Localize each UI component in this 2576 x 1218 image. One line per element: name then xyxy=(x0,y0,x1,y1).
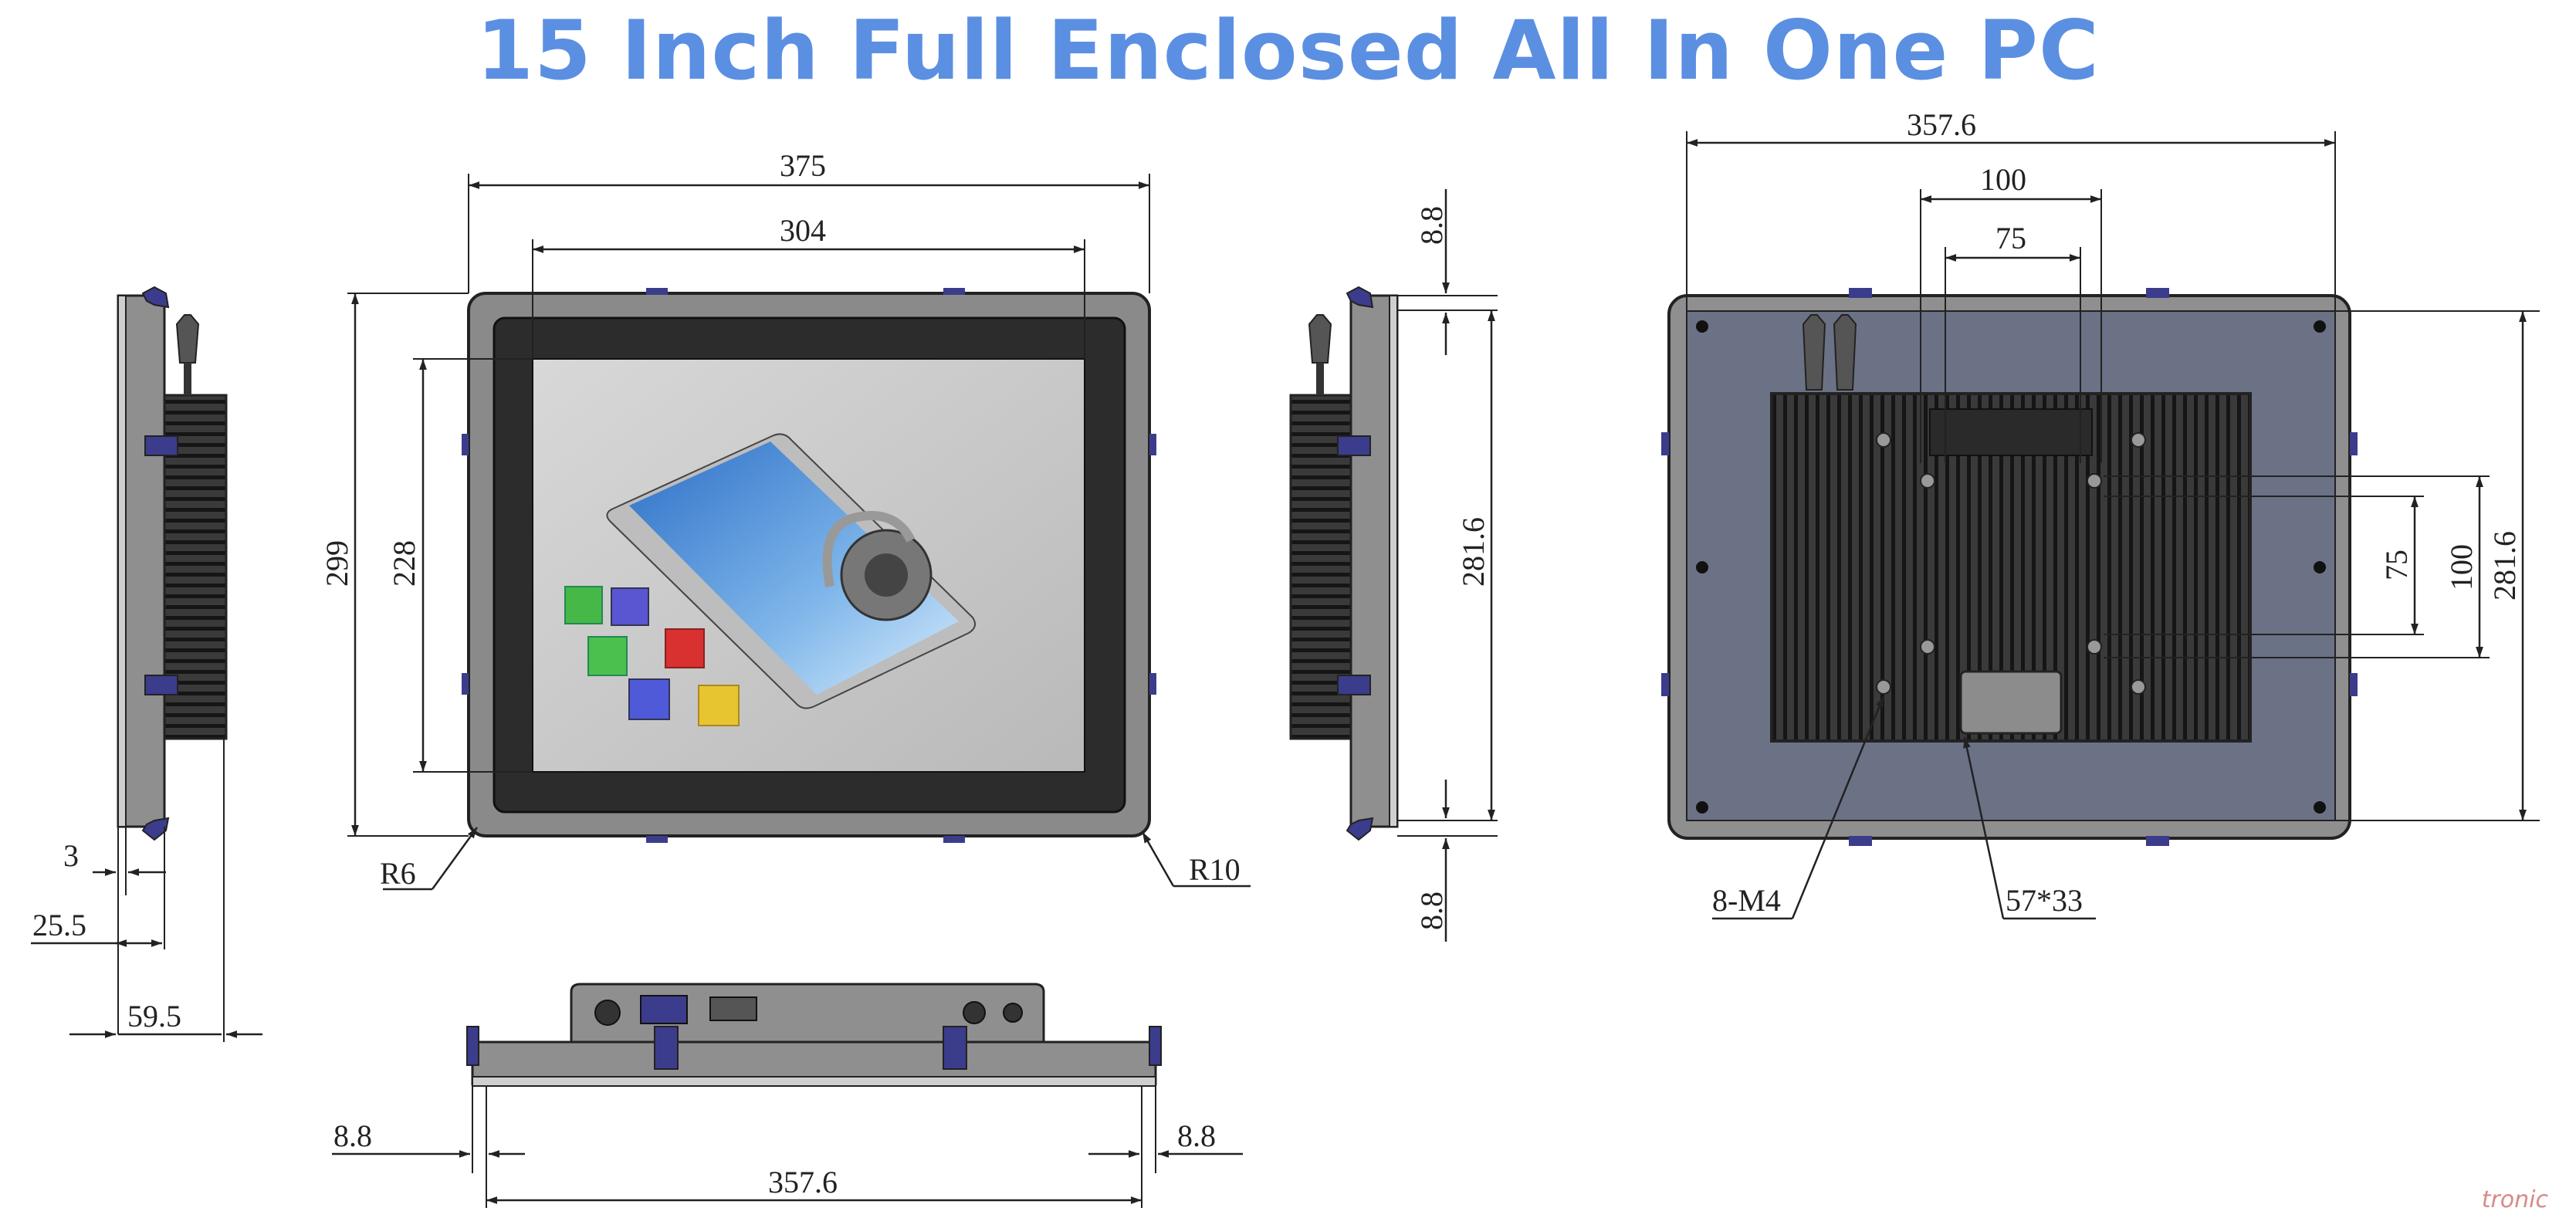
dim-vesa-inner-v: 75 xyxy=(2379,550,2414,580)
dim-cutout-height-rear: 281.6 xyxy=(2487,531,2522,601)
mount-bracket-icon xyxy=(2146,836,2169,846)
mount-bracket-icon xyxy=(1849,288,1872,298)
front-view-dimensions: 375 304 299 228 R6 R10 xyxy=(320,148,1251,891)
mount-bracket-icon xyxy=(2350,432,2358,455)
dim-vesa-outer-v: 100 xyxy=(2444,544,2479,590)
vesa-hole-icon xyxy=(2087,639,2102,655)
dim-cutout-width-rear: 357.6 xyxy=(1907,107,1976,142)
mount-bracket-icon xyxy=(1149,673,1156,695)
mount-bracket-icon xyxy=(646,836,668,843)
mount-bracket-icon xyxy=(466,1026,479,1066)
vesa-hole-icon xyxy=(1876,679,1891,695)
screen-illustration xyxy=(564,433,977,726)
page-title: 15 Inch Full Enclosed All In One PC xyxy=(476,3,2100,98)
dim-width-display: 304 xyxy=(780,213,826,248)
dim-bottom-margin-left: 8.8 xyxy=(333,1118,372,1153)
dim-depth-a: 3 xyxy=(63,838,79,873)
dim-depth-c: 59.5 xyxy=(127,999,181,1034)
mount-bracket-icon xyxy=(1149,434,1156,455)
mount-bracket-icon xyxy=(141,817,170,841)
port-icon xyxy=(709,996,757,1021)
port-icon xyxy=(963,1001,986,1024)
dim-corner-left: R6 xyxy=(380,856,416,891)
mount-bracket-icon xyxy=(141,286,170,309)
mount-bracket-icon xyxy=(1849,836,1872,846)
mount-bracket-icon xyxy=(646,288,668,295)
dim-vesa-outer-h: 100 xyxy=(1980,162,2026,197)
front-view xyxy=(462,288,1156,843)
mount-bracket-icon xyxy=(2146,288,2169,298)
dim-bottom-cutout-width: 357.6 xyxy=(768,1165,838,1199)
left-side-dimensions: 3 25.5 59.5 xyxy=(31,739,262,1042)
bottom-view xyxy=(466,983,1162,1087)
mount-bracket-icon xyxy=(462,434,469,455)
mount-bracket-icon xyxy=(1346,817,1374,841)
mount-bracket-icon xyxy=(654,1026,679,1070)
rear-view-dimensions: 357.6 100 75 75 100 281.6 8-M4 57*33 xyxy=(1686,107,2540,920)
antenna-icon xyxy=(175,314,200,364)
bottom-view-dimensions: 8.8 8.8 357.6 xyxy=(332,1086,1243,1208)
mount-bracket-icon xyxy=(1661,673,1669,696)
right-side-dimensions: 8.8 281.6 8.8 xyxy=(1397,189,1498,942)
dim-width-outer: 375 xyxy=(780,148,826,183)
dim-bottom-margin-right: 8.8 xyxy=(1177,1118,1216,1153)
mount-bracket-icon xyxy=(144,675,178,695)
watermark-logo: tronic xyxy=(2481,1186,2548,1213)
left-side-view xyxy=(117,286,228,841)
antenna-icon xyxy=(1802,314,1826,391)
antenna-icon xyxy=(1833,314,1857,391)
antenna-icon xyxy=(1308,314,1332,364)
dim-margin-bottom: 8.8 xyxy=(1414,892,1449,930)
dim-height-outer: 299 xyxy=(320,540,354,587)
mount-bracket-icon xyxy=(1149,1026,1162,1066)
mount-bracket-icon xyxy=(1346,286,1374,309)
dim-vesa-inner-h: 75 xyxy=(1995,221,2026,255)
label-area xyxy=(1959,670,2063,735)
dim-screw-label: 8-M4 xyxy=(1712,883,1781,918)
dim-corner-right: R10 xyxy=(1189,852,1241,887)
mount-bracket-icon xyxy=(144,435,178,456)
mount-bracket-icon xyxy=(1661,432,1669,455)
vesa-hole-icon xyxy=(1920,473,1935,489)
rear-view xyxy=(1661,288,2358,846)
mount-bracket-icon xyxy=(2350,673,2358,696)
port-icon xyxy=(1003,1003,1023,1023)
power-button-icon xyxy=(594,1000,621,1026)
dim-margin-top: 8.8 xyxy=(1414,206,1449,245)
mount-bracket-icon xyxy=(1337,435,1371,456)
dim-height-display: 228 xyxy=(387,540,421,587)
mount-bracket-icon xyxy=(943,288,965,295)
vesa-hole-icon xyxy=(1876,432,1891,448)
vesa-hole-icon xyxy=(1920,639,1935,655)
vesa-hole-icon xyxy=(2131,432,2146,448)
vesa-hole-icon xyxy=(2131,679,2146,695)
dim-label-area: 57*33 xyxy=(2006,883,2083,918)
dim-depth-b: 25.5 xyxy=(32,908,86,942)
vesa-hole-icon xyxy=(2087,473,2102,489)
mount-bracket-icon xyxy=(1337,675,1371,695)
mount-bracket-icon xyxy=(943,836,965,843)
right-side-view xyxy=(1289,286,1399,841)
mount-bracket-icon xyxy=(943,1026,967,1070)
mount-bracket-icon xyxy=(462,673,469,695)
port-icon xyxy=(640,995,688,1024)
dim-cutout-height-side: 281.6 xyxy=(1456,517,1491,587)
